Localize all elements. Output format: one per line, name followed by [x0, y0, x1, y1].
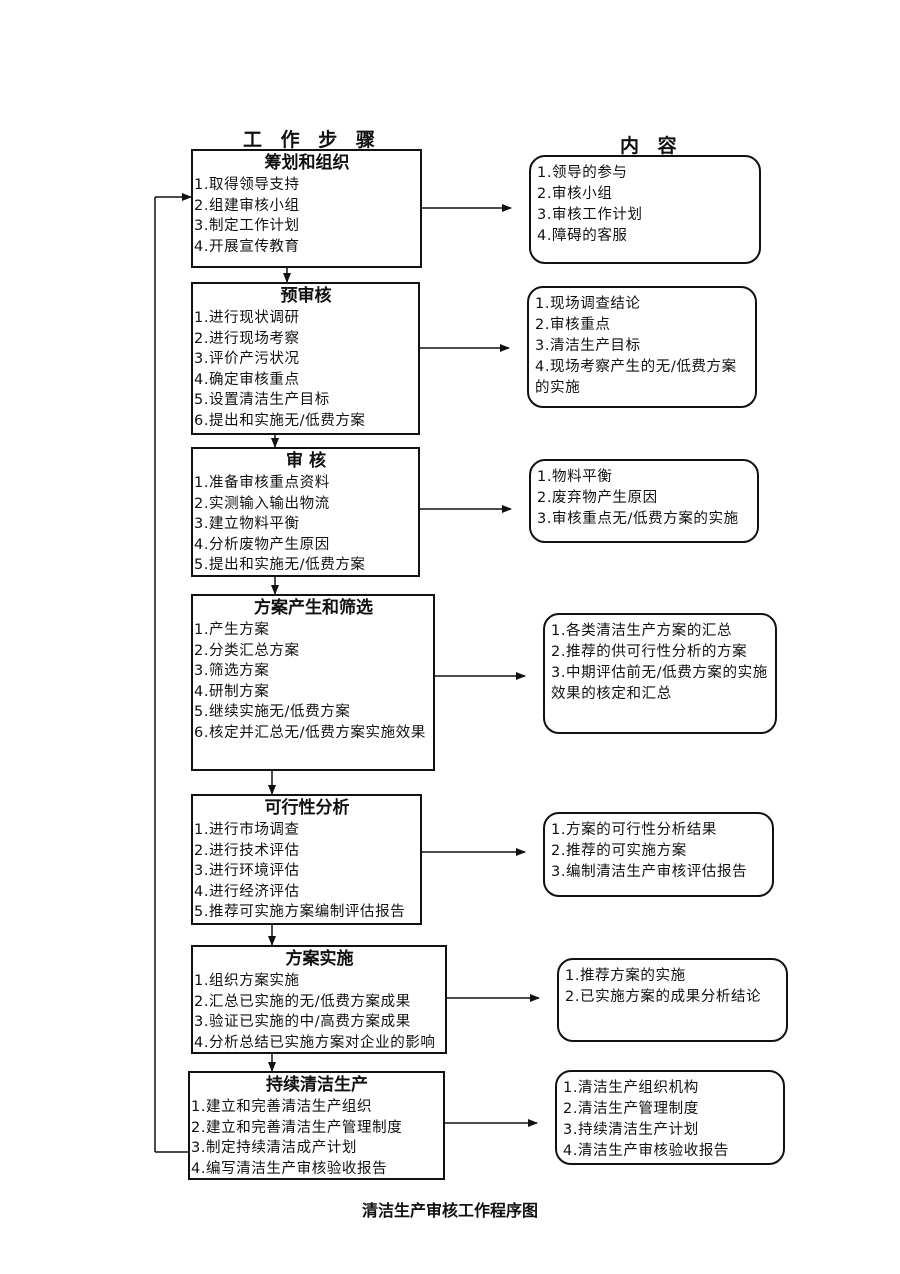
- step-item: 3.筛选方案: [194, 663, 270, 679]
- step-item: 2.进行技术评估: [194, 842, 300, 859]
- step-item: 2.组建审核小组: [194, 197, 300, 214]
- step-item: 2.进行现场考察: [194, 330, 300, 347]
- step-box: 方案产生和筛选 1.产生方案 2.分类汇总方案 3.筛选方案 4.研制方案 5.继续实施无…: [191, 594, 435, 771]
- step-box: 可行性分析 1.进行市场调查 2.进行技术评估 3.进行环境评估 4.进行经济评估 5.推…: [191, 794, 422, 925]
- content-item: 2.废弃物产生原因: [537, 490, 658, 506]
- content-header: 内 容: [620, 135, 683, 157]
- step-item: 2.实测输入输出物流: [194, 495, 330, 512]
- content-box: 1.现场调查结论 2.审核重点 3.清洁生产目标 4.现场考察产生的无/低费方案的实施: [527, 286, 757, 408]
- step-item: 5.推荐可实施方案编制评估报告: [194, 904, 406, 920]
- content-box: 1.各类清洁生产方案的汇总 2.推荐的供可行性分析的方案 3.中期评估前无/低费方案…: [543, 613, 777, 734]
- content-item: 3.编制清洁生产审核评估报告: [551, 864, 748, 880]
- step-item: 3.验证已实施的中/高费方案成果: [194, 1014, 411, 1030]
- step-item: 1.进行现状调研: [194, 310, 300, 326]
- step-item: 1.组织方案实施: [194, 973, 300, 989]
- content-item: 3.中期评估前无/低费方案的实施效果的核定和汇总: [551, 665, 768, 702]
- step-title: 方案实施: [285, 949, 354, 969]
- step-box: 审 核 1.准备审核重点资料 2.实测输入输出物流 3.建立物料平衡 4.分析废物产生原…: [191, 447, 420, 577]
- step-item: 5.设置清洁生产目标: [194, 392, 330, 408]
- step-item: 4.编写清洁生产审核验收报告: [191, 1160, 388, 1177]
- content-item: 1.推荐方案的实施: [565, 968, 686, 984]
- step-item: 5.提出和实施无/低费方案: [194, 557, 366, 573]
- step-item: 1.准备审核重点资料: [194, 475, 330, 491]
- content-item: 2.已实施方案的成果分析结论: [565, 989, 762, 1005]
- step-item: 1.建立和完善清洁生产组织: [191, 1099, 373, 1115]
- step-item: 6.提出和实施无/低费方案: [194, 412, 366, 429]
- step-item: 3.制定工作计划: [194, 218, 300, 234]
- content-item: 2.清洁生产管理制度: [563, 1101, 699, 1117]
- content-item: 3.持续清洁生产计划: [563, 1122, 699, 1138]
- step-title: 审 核: [286, 451, 326, 471]
- step-title: 可行性分析: [264, 798, 350, 818]
- content-item: 1.物料平衡: [537, 469, 613, 485]
- content-item: 3.审核工作计划: [537, 207, 643, 223]
- step-item: 2.建立和完善清洁生产管理制度: [191, 1119, 403, 1136]
- step-item: 1.进行市场调查: [194, 822, 300, 838]
- content-box: 1.方案的可行性分析结果 2.推荐的可实施方案 3.编制清洁生产审核评估报告: [543, 812, 774, 897]
- step-item: 3.评价产污状况: [194, 351, 300, 367]
- step-item: 4.分析废物产生原因: [194, 536, 330, 553]
- step-title: 持续清洁生产: [266, 1075, 368, 1095]
- step-title: 筹划和组织: [264, 153, 350, 173]
- content-box: 1.推荐方案的实施 2.已实施方案的成果分析结论: [557, 958, 788, 1042]
- content-box: 1.清洁生产组织机构 2.清洁生产管理制度 3.持续清洁生产计划 4.清洁生产审核验收…: [555, 1070, 785, 1165]
- content-item: 4.现场考察产生的无/低费方案的实施: [535, 359, 737, 396]
- step-item: 3.进行环境评估: [194, 863, 300, 879]
- content-item: 3.清洁生产目标: [535, 338, 641, 354]
- step-title: 预审核: [280, 286, 332, 306]
- step-item: 3.建立物料平衡: [194, 516, 300, 532]
- step-item: 4.确定审核重点: [194, 371, 300, 388]
- step-box: 方案实施 1.组织方案实施 2.汇总已实施的无/低费方案成果 3.验证已实施的中/高费…: [191, 945, 447, 1054]
- step-item: 3.制定持续清洁成产计划: [191, 1140, 358, 1156]
- step-title: 方案产生和筛选: [254, 598, 373, 618]
- step-item: 4.研制方案: [194, 683, 270, 700]
- content-item: 2.审核小组: [537, 186, 613, 202]
- content-box: 1.物料平衡 2.废弃物产生原因 3.审核重点无/低费方案的实施: [529, 459, 759, 543]
- content-item: 4.障碍的客服: [537, 228, 628, 244]
- step-item: 4.开展宣传教育: [194, 238, 300, 255]
- content-item: 2.推荐的供可行性分析的方案: [551, 644, 748, 660]
- steps-header: 工 作 步 骤: [243, 129, 381, 151]
- content-item: 1.领导的参与: [537, 165, 628, 181]
- content-item: 4.清洁生产审核验收报告: [563, 1143, 730, 1159]
- step-item: 1.产生方案: [194, 622, 270, 638]
- step-item: 4.进行经济评估: [194, 883, 300, 900]
- content-box: 1.领导的参与 2.审核小组 3.审核工作计划 4.障碍的客服: [529, 155, 761, 264]
- content-item: 3.审核重点无/低费方案的实施: [537, 511, 739, 527]
- content-item: 2.推荐的可实施方案: [551, 843, 687, 859]
- step-box: 持续清洁生产 1.建立和完善清洁生产组织 2.建立和完善清洁生产管理制度 3.制定持续…: [188, 1071, 445, 1180]
- diagram-caption: 清洁生产审核工作程序图: [361, 1201, 538, 1220]
- content-item: 1.现场调查结论: [535, 296, 641, 312]
- step-item: 2.汇总已实施的无/低费方案成果: [194, 993, 411, 1010]
- content-item: 1.方案的可行性分析结果: [551, 822, 718, 838]
- step-box: 筹划和组织 1.取得领导支持 2.组建审核小组 3.制定工作计划 4.开展宣传教育: [191, 149, 422, 268]
- step-item: 1.取得领导支持: [194, 177, 300, 193]
- step-item: 4.分析总结已实施方案对企业的影响: [194, 1034, 436, 1051]
- content-item: 1.各类清洁生产方案的汇总: [551, 623, 733, 639]
- step-item: 6.核定并汇总无/低费方案实施效果: [194, 724, 426, 741]
- step-item: 5.继续实施无/低费方案: [194, 704, 351, 720]
- content-item: 2.审核重点: [535, 317, 611, 333]
- step-item: 2.分类汇总方案: [194, 642, 300, 659]
- step-box: 预审核 1.进行现状调研 2.进行现场考察 3.评价产污状况 4.确定审核重点 5.设置清…: [191, 282, 420, 435]
- content-item: 1.清洁生产组织机构: [563, 1080, 699, 1096]
